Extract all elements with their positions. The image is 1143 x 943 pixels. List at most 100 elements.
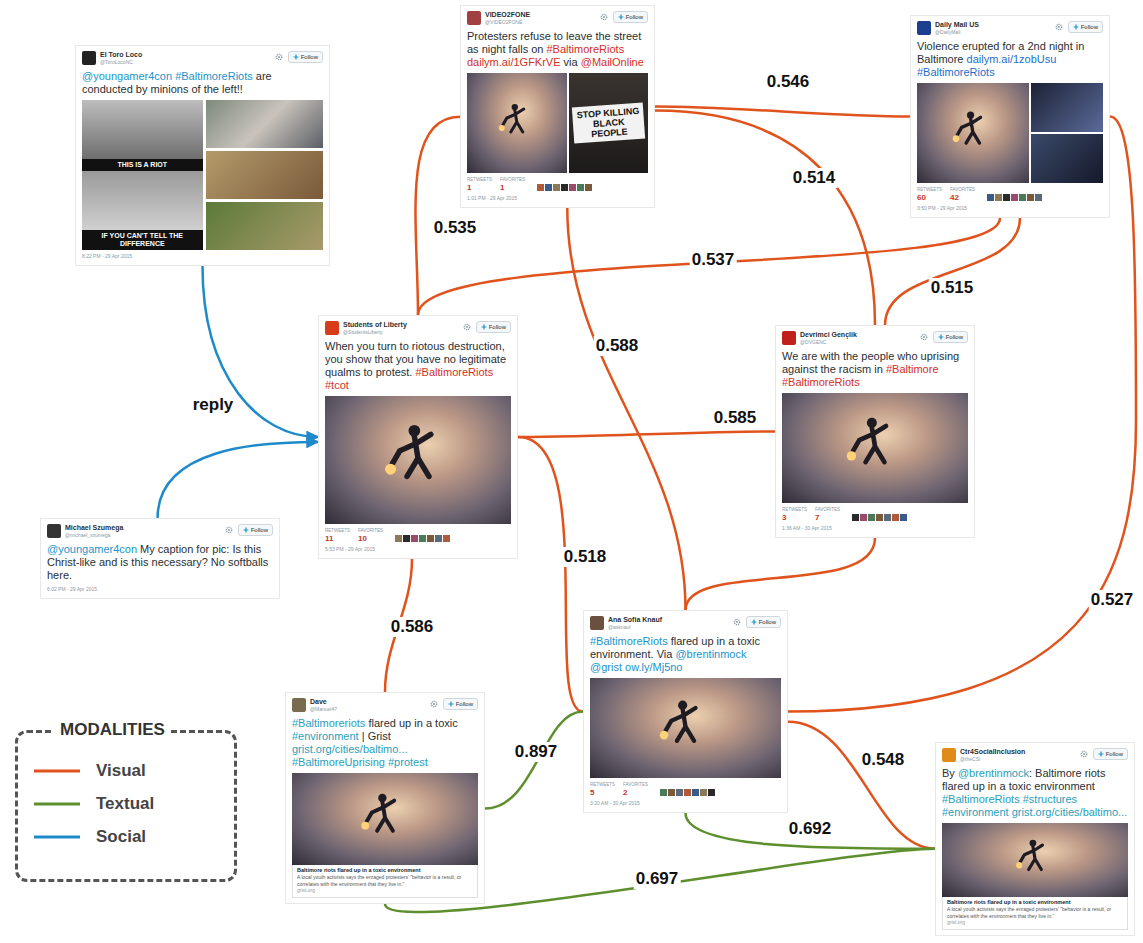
avatar-thumb — [553, 184, 560, 191]
tweet-card: El Toro Loco@ToroLocoNCFollow@youngamer4… — [75, 45, 330, 266]
name-block: Ana Sofia Knauf@asknauf — [608, 616, 733, 631]
user-handle: @DailyMail — [935, 29, 1055, 36]
name-block: VIDEO2FONE@VIDEO2FONE — [485, 11, 600, 26]
tweet-card: Dave@Manuel47Follow#Baltimoreriots flare… — [285, 692, 485, 904]
legend-label: Social — [96, 827, 146, 847]
avatar-thumb — [860, 514, 867, 521]
avatar — [292, 698, 306, 712]
user-name: Michael Szumega — [65, 524, 225, 532]
photo — [590, 678, 781, 778]
name-block: Michael Szumega@michael_szumega — [65, 524, 225, 539]
link-description: A local youth activists says the enraged… — [947, 906, 1123, 919]
tweet-text: #BaltimoreRiots flared up in a toxic env… — [590, 635, 781, 674]
follow-label: Follow — [626, 13, 643, 21]
similarity-link — [655, 111, 875, 325]
avatar-thumb — [1035, 194, 1042, 201]
follow-label: Follow — [759, 618, 776, 626]
stat-count: 5 — [590, 788, 615, 797]
similarity-link — [518, 432, 775, 438]
avatar-thumb — [395, 535, 402, 542]
stat-count: 7 — [815, 513, 840, 522]
avatar-thumb — [868, 514, 875, 521]
edge-weight: 0.897 — [513, 742, 560, 762]
photo — [82, 171, 203, 230]
retweet-stat: RETWEETS11 — [325, 528, 350, 543]
follow-label: Follow — [456, 700, 473, 708]
tweet-stats: RETWEETS1FAVORITES1 — [467, 177, 648, 192]
similarity-link — [518, 437, 583, 712]
edge-weight: 0.588 — [594, 336, 641, 356]
photo — [206, 151, 324, 199]
follow-icon — [243, 527, 249, 533]
photo — [942, 823, 1128, 897]
follow-button: Follow — [1068, 21, 1103, 33]
meme-caption: THIS IS A RIOT — [82, 159, 203, 171]
user-name: Ctr4SocialInclusion — [960, 748, 1080, 756]
avatar-thumb — [900, 514, 907, 521]
follow-icon — [1098, 751, 1104, 757]
follow-label: Follow — [1106, 750, 1123, 758]
similarity-link — [686, 813, 936, 849]
link-description: A local youth activists says the enraged… — [297, 874, 473, 887]
link-source: grist.org — [297, 887, 473, 894]
photo — [917, 83, 1029, 183]
stat-count: 3 — [782, 513, 807, 522]
tweet-card: Devrimci Gençlik@DVGENCFollowWe are with… — [775, 325, 975, 538]
tweet-header: Devrimci Gençlik@DVGENC Follow — [782, 331, 968, 346]
photo — [325, 396, 511, 524]
follow-button: Follow — [746, 616, 781, 628]
follow-button: Follow — [933, 331, 968, 343]
legend-item: Textual — [32, 794, 154, 814]
stat-count: 11 — [325, 534, 350, 543]
tweet-stats: RETWEETS3FAVORITES7 — [782, 507, 968, 522]
photo — [782, 393, 968, 503]
tweet-stats: RETWEETS60FAVORITES42 — [917, 187, 1103, 202]
avatar — [590, 616, 604, 630]
name-block: El Toro Loco@ToroLocoNC — [100, 51, 275, 66]
photo-figure — [467, 73, 567, 173]
avatar — [782, 331, 796, 345]
avatar-thumb — [403, 535, 410, 542]
user-handle: @asknauf — [608, 624, 733, 631]
photo — [467, 73, 567, 173]
photo — [292, 773, 478, 865]
tweet-text: By @brentinmock: Baltimore riots flared … — [942, 767, 1128, 819]
user-name: VIDEO2FONE — [485, 11, 600, 19]
user-handle: @michael_szumega — [65, 532, 225, 539]
photo-figure — [325, 396, 511, 524]
avatar-thumb — [577, 184, 584, 191]
follow-icon — [1073, 24, 1079, 30]
meme-panel: THIS IS A RIOTIF YOU CAN'T TELL THE DIFF… — [82, 100, 203, 250]
avatar-thumb — [411, 535, 418, 542]
stat-label: FAVORITES — [623, 782, 648, 788]
favorite-stat: FAVORITES2 — [623, 782, 648, 797]
tweet-stats: RETWEETS5FAVORITES2 — [590, 782, 781, 797]
user-handle: @DVGENC — [800, 339, 920, 346]
avatar-thumb — [1027, 194, 1034, 201]
stat-count: 42 — [950, 193, 975, 202]
similarity-link — [415, 117, 460, 315]
user-name: Devrimci Gençlik — [800, 331, 920, 339]
edge-weight: 0.535 — [432, 218, 479, 238]
similarity-link — [885, 218, 1020, 325]
avatar-thumb — [660, 789, 667, 796]
name-block: Students of Liberty@StudentsLiberty — [343, 321, 463, 336]
stat-label: RETWEETS — [467, 177, 492, 183]
tweet-header: Michael Szumega@michael_szumegaFollow — [47, 524, 273, 539]
follow-icon — [751, 619, 757, 625]
similarity-link — [686, 538, 876, 610]
follow-button: Follow — [613, 11, 648, 23]
tweet-header: Daily Mail US@DailyMailFollow — [917, 21, 1103, 36]
stat-label: FAVORITES — [950, 187, 975, 193]
stat-label: RETWEETS — [917, 187, 942, 193]
legend-sample — [32, 766, 82, 776]
follow-icon — [481, 324, 487, 330]
edge-weight: 0.514 — [791, 168, 838, 188]
similarity-link — [418, 218, 1000, 315]
photo-collage — [917, 83, 1103, 183]
edge-weight: 0.692 — [787, 819, 834, 839]
user-name: El Toro Loco — [100, 51, 275, 59]
user-handle: @VIDEO2FONE — [485, 19, 600, 26]
follow-button: Follow — [476, 321, 511, 333]
follow-icon — [293, 54, 299, 60]
